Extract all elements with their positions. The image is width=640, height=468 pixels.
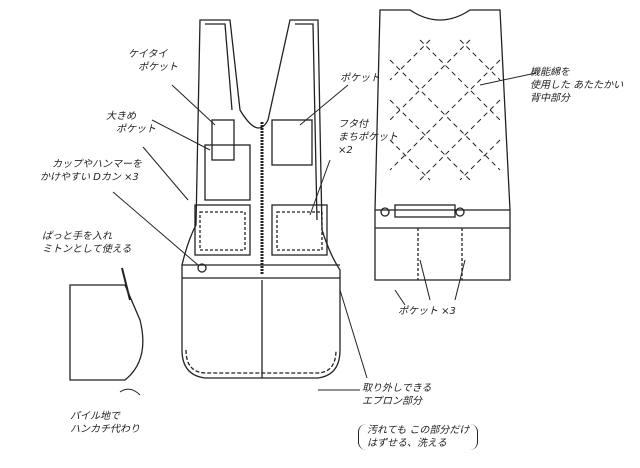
label-mitten: ぱっと手を入れミトンとして使える (42, 230, 131, 256)
label-back: 機能綿を使用した あたたかい背中部分 (530, 66, 623, 105)
label-line: ポケット ×3 (398, 306, 456, 317)
front-pockets (194, 119, 328, 273)
label-line: ×2 (338, 145, 353, 156)
label-phone-pocket: ケイタイポケット (128, 48, 178, 74)
label-line: ポケット (116, 124, 156, 135)
label-line: 大きめ (106, 111, 136, 122)
label-line: ポケット (340, 73, 380, 84)
label-line: フタ付 (338, 119, 368, 130)
label-line: カップやハンマーを (52, 159, 142, 170)
d-ring-icon (197, 263, 207, 273)
label-line: ぱっと手を入れ (42, 231, 112, 242)
label-apron-note: 汚れても この部分だけはずせる、洗える (358, 424, 479, 450)
label-line: ミトンとして使える (42, 244, 132, 255)
label-apron: 取り外しできるエプロン部分 (362, 382, 432, 408)
label-line: 機能綿を (530, 67, 570, 78)
label-line: エプロン部分 (362, 396, 422, 407)
label-line: パイル地で (70, 411, 120, 422)
label-large-pocket: 大きめポケット (106, 110, 156, 136)
label-line: はずせる、洗える (367, 438, 447, 449)
label-line: ケイタイ (128, 49, 168, 60)
label-line: 汚れても この部分だけ (367, 425, 470, 436)
label-d-rings: カップやハンマーをかけやすい Dカン ×3 (40, 158, 142, 184)
label-pocket: ポケット (340, 72, 380, 85)
label-flap-pockets: フタ付まちポケット ×2 (338, 118, 398, 157)
label-line: かけやすい Dカン ×3 (40, 172, 139, 183)
back-vest (374, 9, 511, 281)
front-vest (181, 19, 341, 379)
label-back-pockets: ポケット ×3 (398, 305, 456, 318)
leader-lines (112, 72, 537, 396)
label-line: 背中部分 (530, 93, 570, 104)
label-line: 使用した あたたかい (530, 80, 624, 91)
label-pile: パイル地でハンカチ代わり (70, 410, 140, 436)
mitten-towel (69, 267, 144, 381)
label-line: ポケット (138, 62, 178, 73)
label-line: ハンカチ代わり (70, 424, 140, 435)
label-line: まちポケット (338, 132, 398, 143)
label-line: 取り外しできる (362, 383, 432, 394)
